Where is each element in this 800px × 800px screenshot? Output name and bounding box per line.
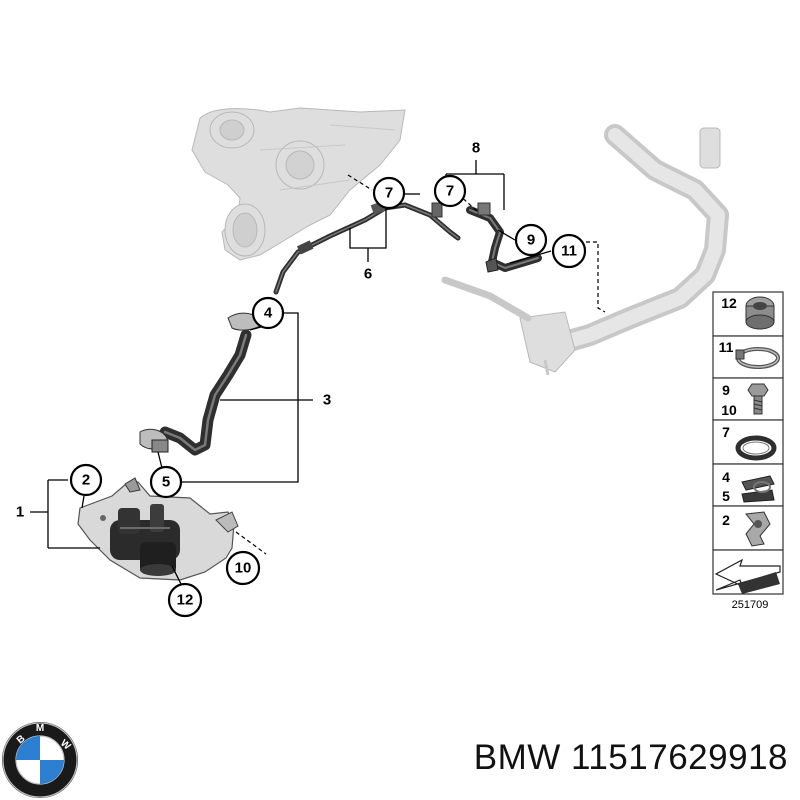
grommet-icon	[745, 511, 771, 547]
callout-10: 10	[225, 550, 261, 586]
callout-3: 3	[323, 392, 331, 409]
callout-8: 8	[472, 140, 480, 157]
hose-clamp-icon	[735, 347, 780, 369]
legend-row-arrow	[712, 549, 784, 595]
parts-arrow-icon	[714, 558, 781, 594]
callout-4: 4	[251, 296, 285, 330]
callout-8-label: 8	[472, 140, 480, 157]
parts-legend: 12 11 9 10	[712, 291, 784, 611]
callout-1: 1	[16, 504, 24, 521]
callout-11: 11	[551, 233, 587, 269]
callout-6-label: 6	[364, 266, 372, 283]
bolt-icon	[747, 383, 769, 415]
legend-num-11: 11	[719, 339, 734, 355]
legend-num-2: 2	[722, 512, 730, 528]
callout-2-label: 2	[82, 472, 90, 489]
legend-row-7: 7	[712, 419, 784, 465]
legend-row-11: 11	[712, 335, 784, 379]
legend-num-4: 4	[722, 469, 730, 485]
callout-6: 6	[364, 266, 372, 283]
legend-row-2: 2	[712, 505, 784, 551]
callout-4-label: 4	[264, 305, 273, 322]
callout-11-label: 11	[561, 243, 577, 260]
coolant-hose-3	[139, 312, 263, 456]
legend-num-5: 5	[722, 488, 730, 504]
diagram-code: 251709	[732, 599, 769, 611]
callout-5-label: 5	[162, 474, 170, 491]
leader-lines	[30, 160, 606, 585]
clip-icon	[741, 475, 775, 503]
callout-7a-label: 7	[385, 185, 393, 202]
callout-5: 5	[149, 465, 183, 499]
legend-row-12: 12	[712, 291, 784, 337]
legend-num-12: 12	[721, 295, 737, 311]
seal-ring-icon	[735, 435, 777, 461]
callout-10-label: 10	[235, 560, 252, 577]
bmw-logo: B M W	[2, 722, 78, 798]
legend-num-9: 9	[722, 382, 730, 398]
callout-7a: 7	[372, 176, 406, 210]
callout-9: 9	[514, 223, 548, 257]
hose-assembly-8	[466, 202, 542, 273]
legend-num-7: 7	[722, 424, 730, 440]
callout-7b: 7	[433, 174, 467, 208]
legend-row-4-5: 4 5	[712, 463, 784, 507]
svg-text:M: M	[36, 723, 44, 734]
legend-num-10: 10	[721, 402, 737, 418]
callout-1-label: 1	[16, 504, 24, 521]
callout-7b-label: 7	[446, 183, 454, 200]
turbocharger-ghost	[191, 107, 406, 261]
legend-row-9-10: 9 10	[712, 377, 784, 421]
coolant-line-6	[273, 201, 461, 295]
callout-3-label: 3	[323, 392, 331, 409]
callout-9-label: 9	[527, 232, 535, 249]
part-title: BMW 11517629918	[473, 738, 788, 777]
coolant-pump-1	[77, 477, 239, 581]
hose-connector-icon	[745, 296, 775, 330]
exhaust-pipe-ghost	[441, 124, 729, 376]
callout-2: 2	[69, 463, 103, 497]
callout-12-label: 12	[177, 592, 194, 609]
callout-12: 12	[167, 582, 203, 618]
